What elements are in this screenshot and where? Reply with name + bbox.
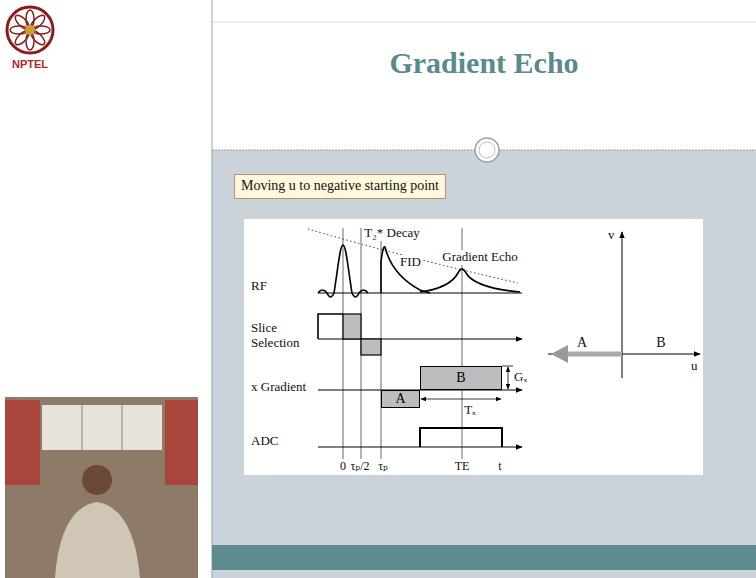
slide-title: Gradient Echo — [212, 46, 756, 79]
k-trajectory — [566, 352, 622, 357]
axis-label: t — [497, 460, 502, 474]
time-label: τₚ — [377, 460, 389, 474]
logo-text: NPTEL — [11, 58, 49, 71]
k-point-label: A — [576, 335, 588, 351]
logo-ring — [7, 7, 53, 53]
node-text: Moving u to negative starting point — [241, 178, 439, 195]
slide-ground — [212, 0, 756, 578]
dimension-label: Gₓ — [513, 370, 528, 385]
gradient-lobe: A — [381, 390, 420, 408]
divider-ornament — [475, 138, 499, 162]
row-label: x Gradient — [250, 380, 307, 395]
presenter-head — [82, 465, 112, 495]
note-box: Moving u to negative starting point — [234, 174, 446, 199]
rf-baseline — [318, 293, 522, 294]
axis-label: v — [607, 228, 616, 243]
gx-tick — [502, 366, 513, 367]
sidebar — [0, 0, 212, 578]
gradient-lobe: B — [420, 366, 502, 390]
rf-sinc-pulse — [318, 245, 368, 297]
figure-panel — [244, 219, 703, 475]
row-label: RF — [250, 279, 268, 294]
time-label: TE — [454, 460, 471, 474]
video-window — [42, 405, 162, 450]
slide-header — [212, 0, 756, 150]
node-text: A — [395, 392, 405, 406]
header-rule — [212, 22, 756, 23]
signal-label: FID — [399, 255, 422, 270]
window-bar — [81, 405, 83, 450]
video-frame — [5, 397, 198, 578]
k-trajectory-head — [551, 345, 568, 363]
echo-signal — [420, 269, 520, 292]
adc-window — [420, 428, 502, 447]
presenter-hair — [82, 466, 112, 474]
time-marker — [343, 228, 344, 459]
k-point-label: B — [655, 335, 666, 351]
fid-signal — [381, 247, 430, 293]
presenter-body — [55, 502, 140, 578]
slice-gradient — [318, 314, 343, 339]
slice-lobe — [343, 314, 361, 339]
slide-border — [212, 0, 213, 578]
row-label: Slice Selection — [250, 321, 314, 351]
axis-label: u — [690, 359, 699, 374]
signal-label: T₂* Decay — [363, 226, 420, 241]
u-axis — [548, 354, 700, 355]
video-curtain — [5, 400, 40, 485]
row-label: ADC — [250, 434, 279, 449]
video-curtain — [165, 400, 198, 485]
signal-label: Gradient Echo — [441, 250, 518, 265]
time-label: 0 — [339, 460, 347, 474]
dimension-label: Tₓ — [463, 403, 477, 418]
node-text: B — [456, 371, 465, 385]
window-bar — [121, 405, 123, 450]
gx-dimension — [508, 367, 509, 389]
logo-center — [25, 25, 35, 35]
refocus-lobe — [361, 339, 381, 355]
divider-ornament-inner — [479, 142, 495, 158]
footer-bar — [212, 545, 756, 570]
time-label: τₚ/2 — [350, 460, 371, 474]
tx-dimension — [421, 399, 501, 400]
